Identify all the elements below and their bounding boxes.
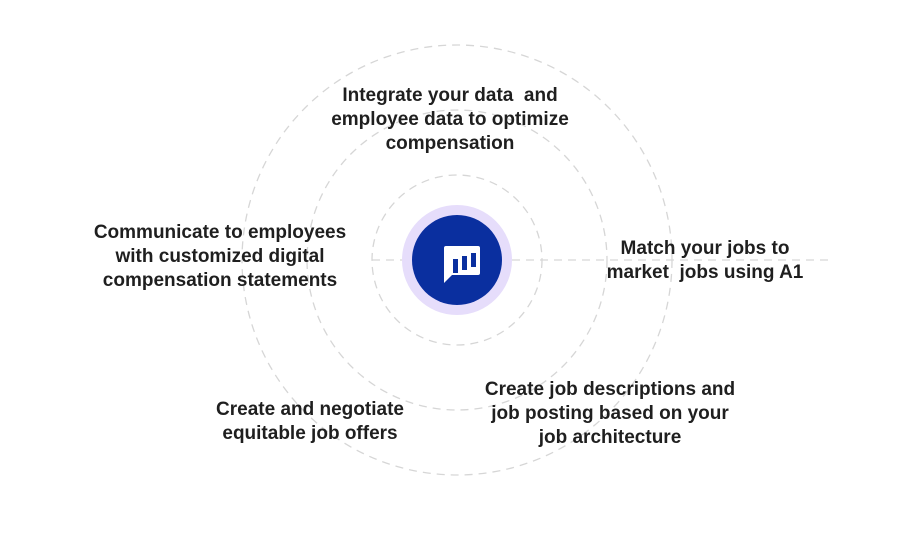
label-integrate-data: Integrate your data and employee data to… [331,85,569,154]
center-icon-badge [412,215,502,305]
label-job-descriptions: Create job descriptions and job posting … [484,379,736,448]
chat-bar-chart-icon [444,246,480,283]
middle-ring [306,109,608,411]
label-match-jobs: Match your jobs to market jobs using A1 [606,238,804,283]
label-job-offers: Create and negotiate equitable job offer… [216,399,404,444]
center-icon-halo [402,205,512,315]
label-communicate: Communicate to employees with customized… [93,222,347,291]
